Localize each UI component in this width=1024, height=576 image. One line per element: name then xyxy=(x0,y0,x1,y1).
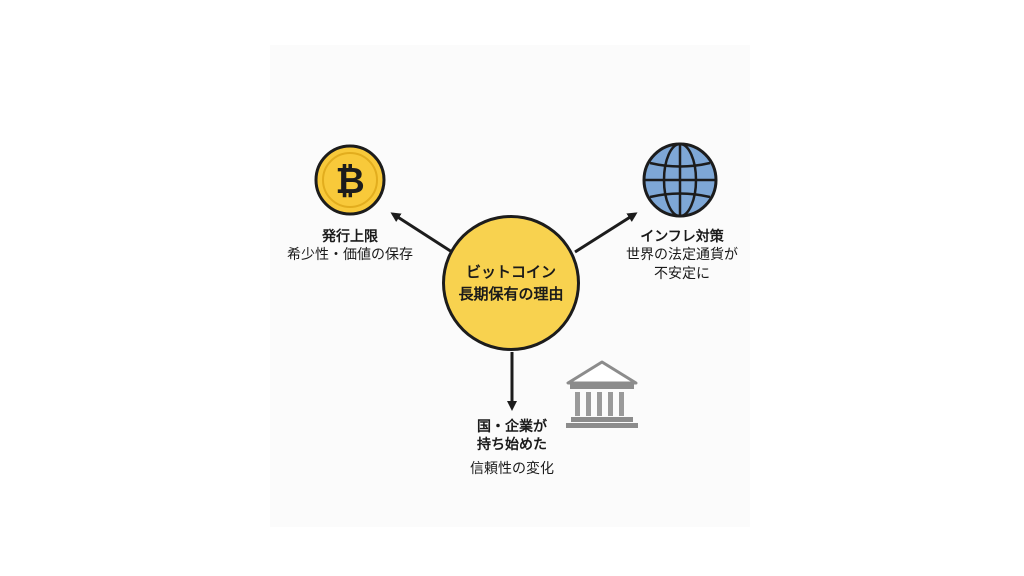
inflation-title: インフレ対策 xyxy=(640,229,724,245)
globe-icon xyxy=(642,142,718,218)
inflation-desc-line1: 世界の法定通貨が xyxy=(626,247,738,263)
inflation-node: インフレ対策 世界の法定通貨が 不安定に xyxy=(612,228,752,284)
svg-text:₿: ₿ xyxy=(335,161,364,202)
center-node: ビットコイン 長期保有の理由 xyxy=(442,215,580,351)
inflation-desc-line2: 不安定に xyxy=(654,266,710,282)
institutions-node: 国・企業が 持ち始めた 信頼性の変化 xyxy=(447,418,577,479)
center-title-line1: ビットコイン xyxy=(465,263,556,281)
institutions-desc: 信頼性の変化 xyxy=(470,461,554,477)
bitcoin-coin-icon: ₿ xyxy=(314,144,386,216)
arrow-to-inflation xyxy=(574,212,638,254)
institutions-title-line2: 持ち始めた xyxy=(477,437,547,453)
supply-cap-node: 発行上限 希少性・価値の保存 xyxy=(280,228,420,265)
supply-cap-desc: 希少性・価値の保存 xyxy=(287,247,413,263)
arrow-to-supply-cap xyxy=(390,212,453,254)
bank-building-icon xyxy=(566,360,638,428)
institutions-title-line1: 国・企業が xyxy=(477,419,547,435)
center-title-line2: 長期保有の理由 xyxy=(458,285,564,303)
supply-cap-title: 発行上限 xyxy=(322,229,378,245)
